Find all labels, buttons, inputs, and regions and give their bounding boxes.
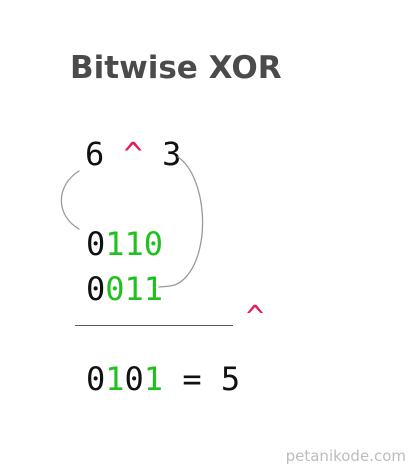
xor-expression: 6 ^ 3	[85, 138, 181, 170]
bit-digit: 0	[105, 270, 125, 308]
diagram-title: Bitwise XOR	[70, 50, 282, 86]
result-value: 5	[220, 360, 241, 398]
bit-digit: 1	[105, 225, 125, 263]
bit-digit: 1	[143, 360, 164, 398]
bit-digit: 1	[143, 270, 164, 308]
bit-digit: 1	[124, 225, 144, 263]
xor-operator-right: ^	[246, 300, 265, 335]
equals-sign: =	[163, 360, 221, 398]
binary-row-6: 0110	[86, 228, 163, 260]
bit-digit: 0	[143, 225, 164, 263]
sum-divider-line	[75, 325, 233, 326]
left-connector-curve	[60, 170, 80, 230]
left-operand: 6	[85, 135, 105, 173]
result-row: 0101 = 5	[86, 363, 240, 395]
right-connector-curve	[158, 156, 204, 288]
bit-digit: 0	[86, 360, 106, 398]
bit-digit: 1	[124, 270, 144, 308]
watermark: petanikode.com	[285, 447, 406, 465]
xor-operator-symbol: ^	[123, 135, 143, 173]
right-operand: 3	[162, 135, 182, 173]
bit-digit: 0	[86, 225, 106, 263]
bit-digit: 1	[105, 360, 125, 398]
binary-row-3: 0011	[86, 273, 163, 305]
bit-digit: 0	[124, 360, 144, 398]
bit-digit: 0	[86, 270, 106, 308]
